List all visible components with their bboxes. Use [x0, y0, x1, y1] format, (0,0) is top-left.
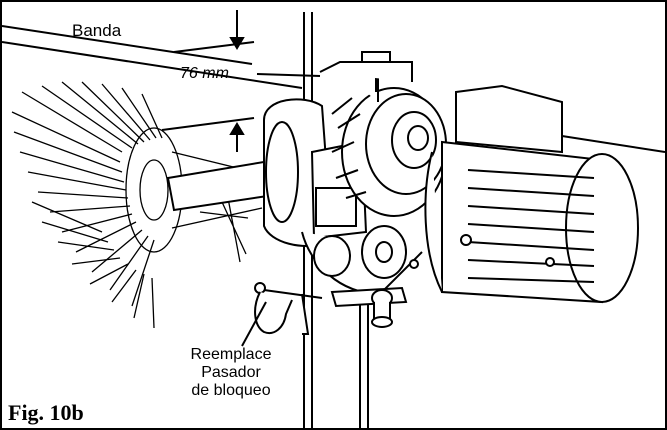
locking-pin [254, 282, 323, 335]
callout-text: Reemplace Pasador de bloqueo [172, 346, 290, 400]
hub-housing [263, 98, 423, 294]
lower-bracket [330, 286, 408, 328]
callout-line-3: de bloqueo [191, 382, 271, 399]
dimension-marker [161, 10, 321, 152]
belt-lines [2, 25, 665, 153]
callout-leader [241, 301, 267, 347]
callout-line-1: Reemplace [190, 346, 272, 363]
motor [409, 84, 639, 304]
figure-label: Fig. 10b [8, 400, 84, 425]
belt-label: Banda [72, 21, 122, 40]
brush [11, 81, 263, 329]
callout-line-2: Pasador [201, 364, 261, 381]
distance-label: 76 mm [180, 65, 229, 82]
gear-mechanism [319, 51, 447, 217]
